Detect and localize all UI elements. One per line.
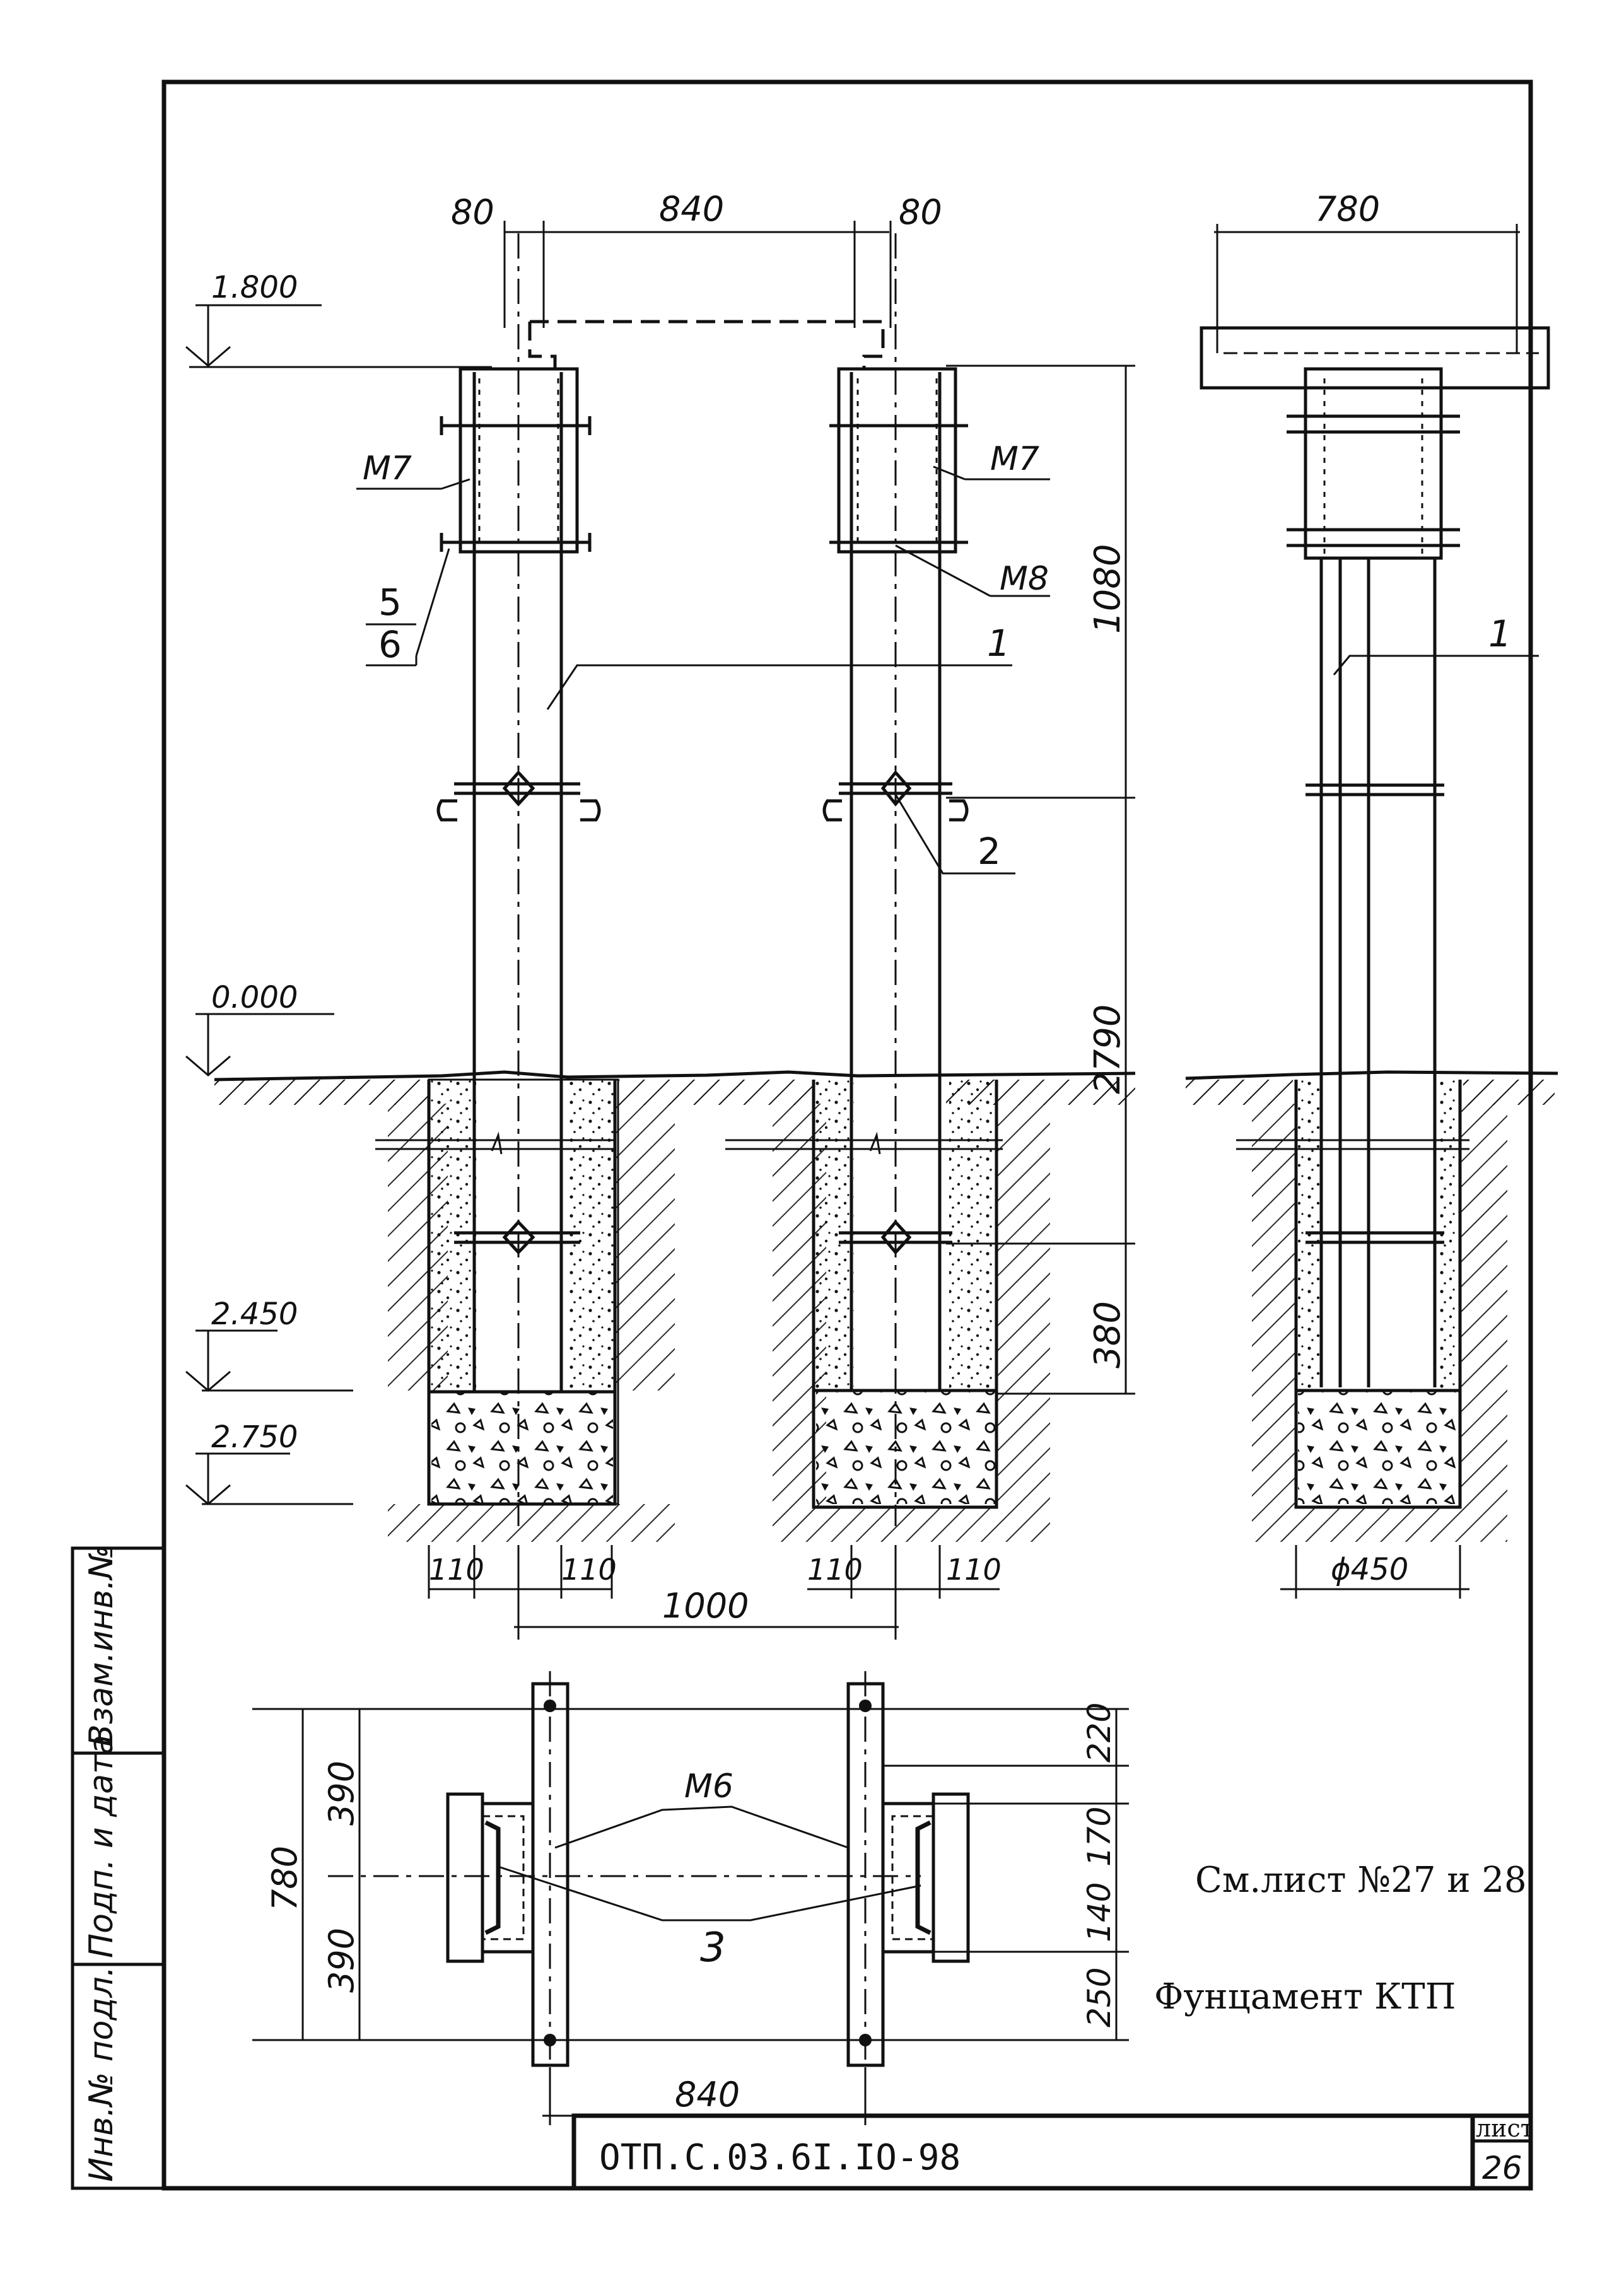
callout-5: 5	[378, 581, 402, 624]
plan-dim-780: 780	[265, 1846, 305, 1911]
plan-dim-840: 840	[675, 2075, 740, 2114]
callout-1-left: 1	[987, 622, 1010, 665]
stamp-vzam-inv: Взам.инв.№	[83, 1545, 120, 1747]
dim-110-2: 110	[561, 1553, 617, 1587]
dim-top-840: 840	[659, 189, 724, 229]
level-mark-1800: 1.800	[185, 270, 492, 368]
level-2450: 2.450	[211, 1297, 298, 1332]
post-middle	[725, 233, 1050, 1542]
level-0000: 0.000	[211, 980, 298, 1015]
dim-1080: 1080	[1087, 544, 1128, 634]
top-dimensions: 80 840 80 780	[451, 189, 1520, 353]
vertical-dimensions: 1080 2790 380	[946, 364, 1135, 1395]
dim-2790: 2790	[1087, 1004, 1128, 1094]
dim-1000: 1000	[662, 1586, 749, 1626]
doc-code: ОТП.С.03.6I.IO-98	[599, 2137, 961, 2178]
callout-2: 2	[978, 830, 1001, 873]
stamp-podp-data: Подп. и дата	[83, 1735, 120, 1958]
plan-dim-220: 220	[1081, 1703, 1118, 1763]
dim-top-780: 780	[1315, 189, 1380, 229]
dim-110-3: 110	[807, 1553, 863, 1587]
notes: См.лист №27 и 28 Фунцамент КТП	[1154, 1860, 1527, 2017]
sheet-label: лист	[1476, 2114, 1534, 2142]
plan-dim-390-top: 390	[322, 1761, 361, 1826]
dim-380: 380	[1087, 1301, 1128, 1368]
dim-110-4: 110	[946, 1553, 1002, 1587]
plan-view: 780 390 390 M6 3 220 170 140 250	[252, 1671, 1129, 2125]
callout-m7-left: M7	[363, 450, 412, 487]
plan-dim-140: 140	[1081, 1882, 1118, 1942]
bottom-dimensions: 110 110 110 110 1000 ϕ450	[428, 1545, 1469, 1640]
level-1800: 1.800	[211, 270, 298, 305]
callout-3: 3	[700, 1925, 726, 1971]
level-mark-2750: 2.750	[185, 1420, 353, 1505]
dim-top-80-left: 80	[451, 192, 494, 232]
callout-m7-right: M7	[990, 440, 1039, 478]
callouts: M7 M7 M8 5 6 1 1 2	[356, 440, 1539, 875]
plan-dim-170: 170	[1081, 1807, 1118, 1867]
callout-6: 6	[378, 623, 402, 666]
level-mark-2450: 2.450	[185, 1297, 353, 1392]
title-block: ОТП.С.03.6I.IO-98 лист 26	[571, 2113, 1534, 2191]
sheet-number: 26	[1482, 2150, 1522, 2186]
level-2750: 2.750	[211, 1420, 298, 1455]
plan-dim-390-bottom: 390	[322, 1928, 361, 1993]
post-side-view	[1200, 326, 1550, 1542]
level-mark-0000: 0.000	[185, 980, 334, 1076]
stamp-inv-podl: Инв.№ подл.	[83, 1966, 120, 2182]
ground-line	[214, 1070, 1558, 1105]
dim-top-80-right: 80	[899, 192, 942, 232]
plan-dim-250: 250	[1081, 1968, 1118, 2027]
dim-phi450: ϕ450	[1331, 1552, 1408, 1587]
note-see-sheet: См.лист №27 и 28	[1195, 1860, 1527, 1901]
post-left	[375, 233, 885, 1542]
side-stamp: Инв.№ подл. Подп. и дата Взам.инв.№	[71, 1545, 166, 2190]
callout-m6: M6	[684, 1768, 733, 1805]
callout-m8: M8	[1000, 560, 1049, 598]
note-caption: Фунцамент КТП	[1154, 1976, 1456, 2017]
callout-1-right: 1	[1488, 612, 1512, 655]
dim-110-1: 110	[429, 1553, 484, 1587]
